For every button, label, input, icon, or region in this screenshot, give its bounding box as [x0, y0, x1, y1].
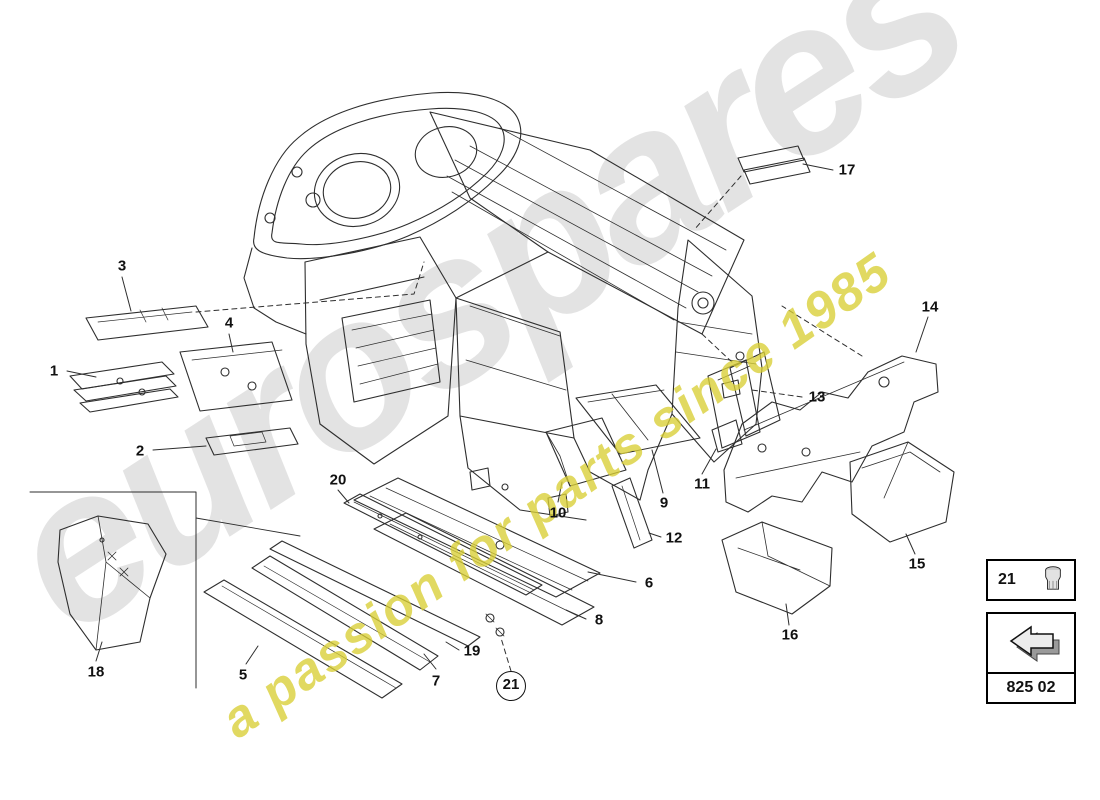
part-callout-1[interactable]: 1 — [49, 362, 59, 380]
part-drawing-9 — [575, 384, 701, 455]
part-callout-4[interactable]: 4 — [224, 314, 234, 332]
part-callout-20[interactable]: 20 — [329, 471, 347, 489]
part-callout-6[interactable]: 6 — [644, 574, 654, 592]
part-drawing-3 — [85, 305, 209, 341]
part-callout-9[interactable]: 9 — [659, 494, 669, 512]
fastener-drawing-21 — [485, 613, 505, 637]
part-callout-14[interactable]: 14 — [921, 298, 939, 316]
rivet-icon — [1045, 566, 1061, 590]
part-drawing-14 — [723, 355, 939, 513]
part-callout-2[interactable]: 2 — [135, 442, 145, 460]
part-callout-5[interactable]: 5 — [238, 666, 248, 684]
part-callout-3[interactable]: 3 — [117, 257, 127, 275]
part-drawing-15 — [849, 441, 955, 543]
part-drawing-4 — [179, 341, 293, 412]
direction-arrow-icon — [1009, 625, 1060, 662]
part-callout-21[interactable]: 21 — [496, 671, 526, 701]
part-drawing-12 — [611, 477, 653, 549]
part-drawing-17 — [737, 145, 811, 185]
part-callout-12[interactable]: 12 — [665, 529, 683, 547]
leader-lines — [66, 163, 929, 670]
part-callout-19[interactable]: 19 — [463, 642, 481, 660]
part-drawing-20 — [343, 493, 543, 596]
part-callout-16[interactable]: 16 — [781, 626, 799, 644]
car-body-drawing — [243, 91, 763, 521]
part-drawing-1 — [69, 361, 179, 413]
part-drawing-2 — [205, 427, 299, 456]
part-callout-17[interactable]: 17 — [838, 161, 856, 179]
part-drawing-8 — [373, 512, 595, 626]
part-drawing-5 — [203, 579, 403, 699]
part-drawing-19 — [269, 540, 481, 647]
part-callout-11[interactable]: 11 — [694, 475, 710, 493]
part-callout-18[interactable]: 18 — [87, 663, 105, 681]
part-drawing-18 — [57, 515, 167, 651]
diagram-code-box[interactable]: 825 02 — [986, 612, 1076, 704]
part-callout-10[interactable]: 10 — [549, 504, 567, 522]
part-callout-15[interactable]: 15 — [908, 555, 926, 573]
part-callout-8[interactable]: 8 — [594, 611, 604, 629]
fastener-legend-box[interactable]: 21 — [986, 559, 1076, 601]
part-drawing-11 — [707, 359, 761, 449]
part-code-label: 825 02 — [988, 672, 1074, 702]
part-drawing-10 — [545, 417, 627, 487]
dashed-reference-lines — [195, 175, 863, 672]
reference-bracket-lines — [29, 491, 301, 689]
fastener-ref-label: 21 — [998, 571, 1016, 588]
part-drawing-7 — [251, 555, 439, 671]
part-callout-13[interactable]: 13 — [808, 388, 826, 406]
part-drawing-13 — [729, 351, 781, 437]
part-drawing-16 — [721, 521, 833, 615]
part-callout-7[interactable]: 7 — [431, 672, 441, 690]
part-drawing-6 — [353, 477, 601, 598]
